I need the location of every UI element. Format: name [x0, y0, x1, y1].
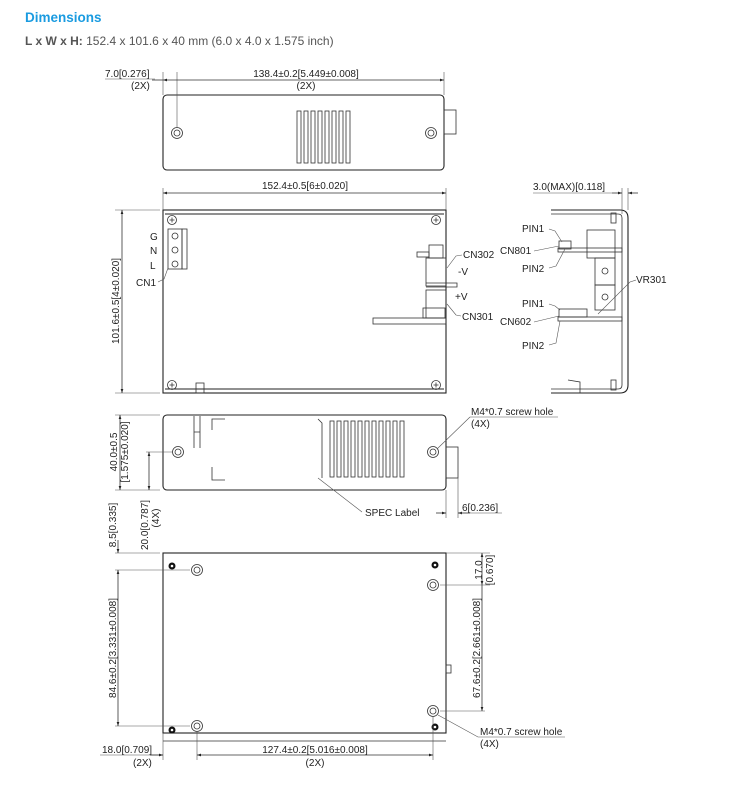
callout-screw-hole-qty: (4X)	[471, 419, 490, 430]
dim-label: 6[0.236]	[462, 503, 498, 514]
callout-cn602: CN602	[500, 317, 532, 328]
terminal-label-n: N	[150, 246, 157, 257]
dim-label: 101.6±0.5[4±0.020]	[111, 258, 122, 344]
terminal-label-g: G	[150, 232, 158, 243]
dim-label: 138.4±0.2[5.449±0.008]	[253, 69, 359, 80]
callout-cn302: CN302	[463, 250, 495, 261]
dim-label: 20.0[0.787]	[140, 500, 151, 550]
terminal-label-l: L	[150, 261, 156, 272]
callout-pin2: PIN2	[522, 264, 545, 275]
dim-label: (4X)	[151, 509, 162, 528]
callout-spec-label: SPEC Label	[365, 508, 419, 519]
top-view: 152.4±0.5[6±0.020] 101.6±0.5[4±0.020] G …	[111, 181, 495, 394]
dim-label: (2X)	[133, 758, 152, 769]
callout-pin2: PIN2	[522, 341, 545, 352]
callout-pin1: PIN1	[522, 299, 545, 310]
dim-label: 8.5[0.335]	[108, 503, 119, 548]
section-title: Dimensions	[25, 10, 102, 25]
callout-vr301: VR301	[636, 275, 667, 286]
dim-label: [0.670]	[485, 554, 496, 585]
dim-label: 17.0	[474, 560, 485, 580]
output-connectors	[372, 244, 458, 325]
dim-label: 40.0±0.5	[109, 432, 120, 471]
callout-cn801: CN801	[500, 246, 532, 257]
dim-label: [1.575±0.020]	[120, 421, 131, 482]
dim-label: (2X)	[131, 81, 150, 92]
front-view: 40.0±0.5 [1.575±0.020] 20.0[0.787] (4X) …	[109, 407, 558, 550]
dim-label: 67.6±0.2[2.661±0.008]	[472, 598, 483, 698]
dim-label: (2X)	[297, 81, 316, 92]
label-plus-v: +V	[455, 292, 468, 303]
callout-screw-hole-qty: (4X)	[480, 739, 499, 750]
dim-label: 18.0[0.709]	[102, 745, 152, 756]
spec-value: 152.4 x 101.6 x 40 mm (6.0 x 4.0 x 1.575…	[82, 34, 334, 48]
end-view: 3.0(MAX)[0.118] PIN1 CN801 PIN2 VR301 PI…	[500, 182, 667, 394]
dim-label: (2X)	[306, 758, 325, 769]
callout-screw-hole: M4*0.7 screw hole	[480, 727, 563, 738]
callout-pin1: PIN1	[522, 224, 545, 235]
dim-label: 7.0[0.276]	[105, 69, 150, 80]
dim-label: 127.4±0.2[5.016±0.008]	[262, 745, 368, 756]
dim-label: 3.0(MAX)[0.118]	[533, 182, 605, 193]
bottom-view: 8.5[0.335] 84.6±0.2[3.331±0.008] 17.0 [0…	[100, 503, 565, 769]
label-minus-v: -V	[458, 267, 468, 278]
dim-label: 84.6±0.2[3.331±0.008]	[108, 598, 119, 698]
terminal-block-cn1	[167, 228, 183, 270]
spec-label: L x W x H:	[25, 34, 83, 48]
callout-cn1: CN1	[136, 278, 156, 289]
callout-cn301: CN301	[462, 312, 494, 323]
dim-label: 152.4±0.5[6±0.020]	[262, 181, 348, 192]
callout-screw-hole: M4*0.7 screw hole	[471, 407, 554, 418]
side-view-top: 7.0[0.276] (2X) 138.4±0.2[5.449±0.008] (…	[105, 69, 457, 171]
dimension-spec: L x W x H: 152.4 x 101.6 x 40 mm (6.0 x …	[25, 34, 334, 48]
